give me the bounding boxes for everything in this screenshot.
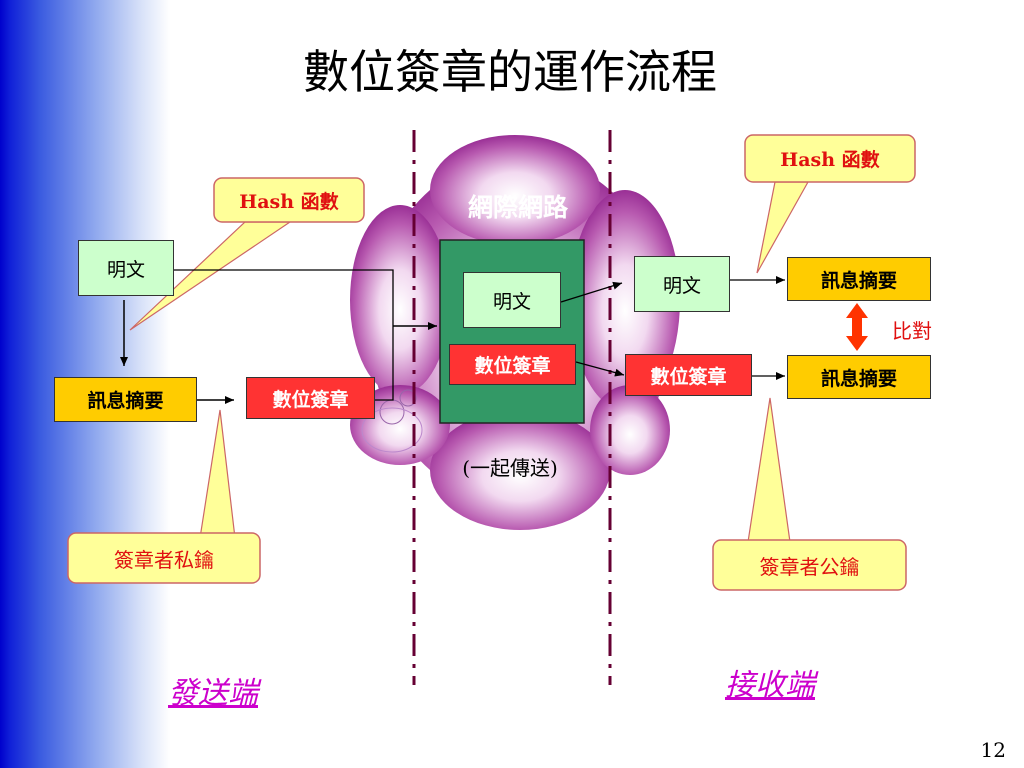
key-callout-pointer-left (199, 409, 236, 539)
compare-label: 比對 (892, 319, 932, 343)
hash-callout-left (213, 177, 365, 223)
network-plaintext-box: 明文 (463, 272, 561, 328)
page-title: 數位簽章的運作流程 (303, 45, 717, 99)
receiver-digest-bottom-box: 訊息摘要 (787, 355, 931, 399)
key-callout-right (712, 539, 907, 591)
internet-label: 網際網路 (467, 193, 568, 222)
key-callout-right-text: 簽章者公鑰 (759, 554, 860, 579)
merge-lines (174, 269, 394, 401)
sender-side-label: 發送端 (168, 676, 258, 711)
arrow-network-to-plaintext (560, 281, 623, 303)
hash-callout-right-text: Hash 函數 (780, 149, 880, 171)
key-callout-pointer-right (747, 397, 791, 543)
receiver-digest-top-box: 訊息摘要 (787, 257, 931, 301)
hash-callout-right (744, 134, 916, 183)
sender-digest-box: 訊息摘要 (54, 377, 197, 422)
receiver-plaintext-box: 明文 (634, 256, 730, 312)
compare-double-arrow (846, 303, 868, 351)
key-callout-left (67, 532, 261, 584)
network-signature-box: 數位簽章 (449, 344, 576, 385)
arrow-network-to-signature (575, 361, 625, 377)
sender-plaintext-box: 明文 (78, 240, 174, 296)
page-number: 12 (980, 738, 1006, 762)
network-package-box (439, 239, 585, 424)
receiver-side-label: 接收端 (725, 668, 815, 703)
send-together-label: (一起傳送) (462, 456, 558, 480)
hash-callout-left-text: Hash 函數 (239, 190, 339, 213)
sender-signature-box: 數位簽章 (246, 377, 375, 419)
receiver-signature-box: 數位簽章 (625, 354, 752, 396)
key-callout-left-text: 簽章者私鑰 (114, 547, 214, 572)
